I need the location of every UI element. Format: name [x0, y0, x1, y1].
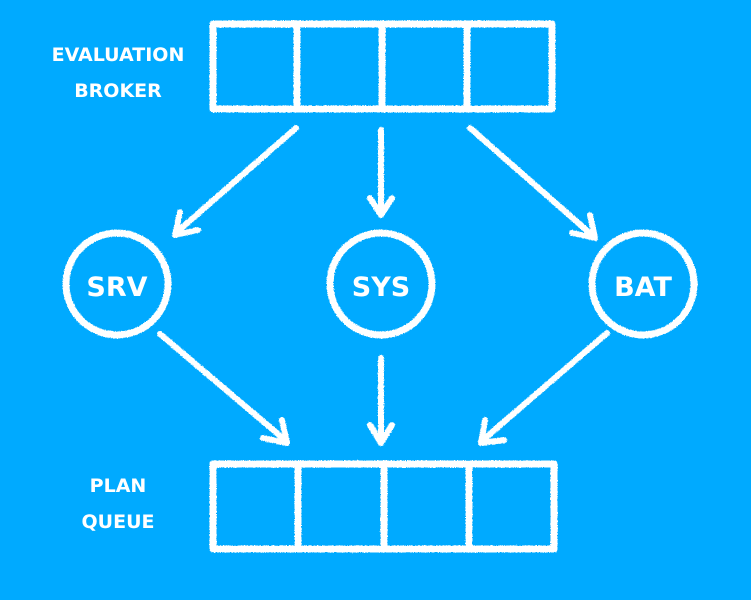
broker-label-line1: EVALUATION	[52, 44, 185, 66]
srv-scheduler-circle	[62, 229, 172, 339]
arrow-bat-to-plan-queue	[478, 330, 610, 446]
srv-label: SRV	[86, 272, 147, 303]
evaluation-broker-queue	[209, 20, 556, 113]
bat-scheduler-circle	[588, 229, 698, 339]
arrow-sys-to-plan-queue	[367, 355, 395, 446]
bat-label: BAT	[614, 272, 672, 303]
queue-label-line2: QUEUE	[82, 511, 155, 533]
sys-scheduler-circle	[326, 229, 436, 339]
arrow-broker-to-srv	[172, 125, 299, 238]
broker-label-line2: BROKER	[74, 80, 162, 102]
queue-label-line1: PLAN	[90, 475, 147, 497]
arrow-broker-to-sys	[367, 127, 395, 218]
plan-queue	[209, 460, 558, 553]
arrow-srv-to-plan-queue	[157, 331, 290, 446]
arrow-broker-to-bat	[467, 125, 598, 241]
sys-label: SYS	[352, 272, 410, 303]
